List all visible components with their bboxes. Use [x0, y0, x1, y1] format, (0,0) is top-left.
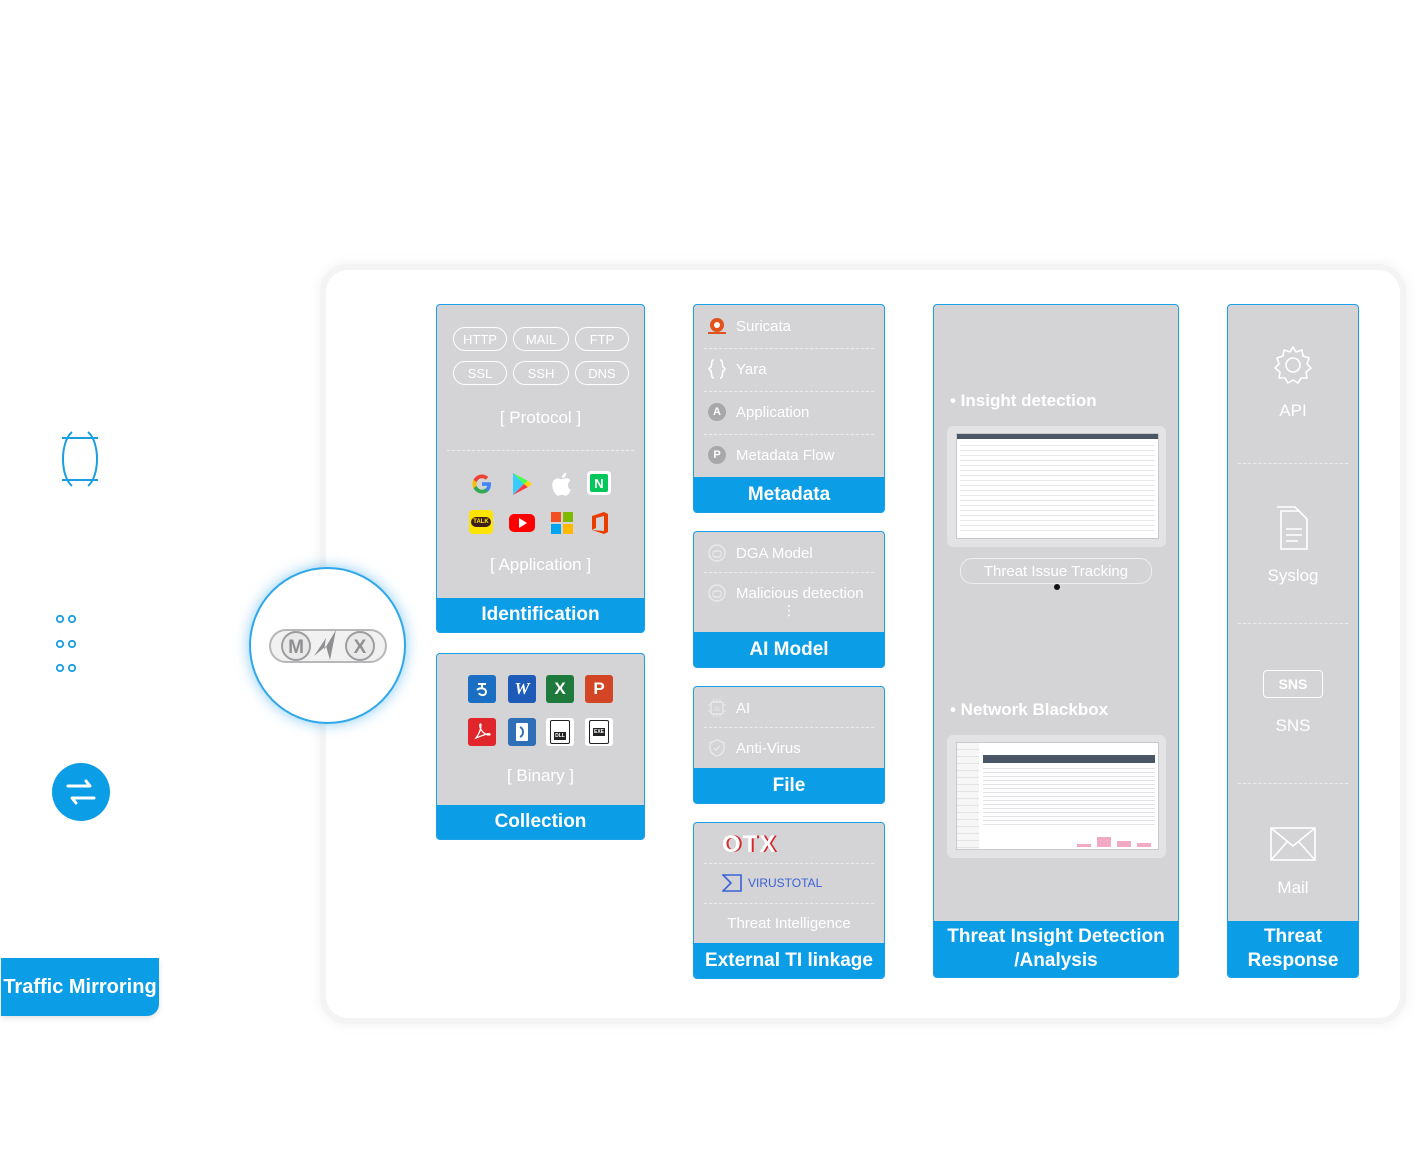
threat-response-card: API Syslog SNS SNS Mail Threat Response [1227, 304, 1359, 978]
network-blackbox-label: • Network Blackbox [950, 700, 1109, 719]
identification-title: Identification [437, 598, 644, 632]
threat-issue-tracking-tag: Threat Issue Tracking [960, 558, 1152, 584]
protocol-tag-mail: MAIL [513, 327, 569, 351]
identification-card: HTTP MAIL FTP SSL SSH DNS [ Protocol ] N… [436, 304, 645, 633]
naver-icon: N [587, 471, 611, 495]
mail-icon [1269, 826, 1317, 862]
virustotal-icon [722, 874, 742, 892]
server-nodes-icon [54, 612, 80, 676]
protocol-caption: [ Protocol ] [499, 408, 582, 427]
exe-file-icon: EXE [585, 718, 613, 746]
collection-card: W X P DLL EXE [ Binary ] Collection [436, 653, 645, 840]
threat-insight-title: Threat Insight Detection /Analysis [934, 921, 1178, 977]
insight-screenshot [947, 426, 1166, 547]
file-item-antivirus: Anti-Virus [694, 727, 884, 769]
robot-icon [706, 542, 728, 564]
metadata-item-application: A Application [694, 391, 884, 433]
sns-badge-icon: SNS [1263, 670, 1323, 698]
threat-response-title: Threat Response [1228, 921, 1358, 977]
protocol-tag-ftp: FTP [575, 327, 629, 351]
ai-ellipsis: ⋮ [782, 602, 796, 618]
syslog-label: Syslog [1267, 566, 1319, 585]
sync-arrows-icon [52, 763, 110, 821]
collection-title: Collection [437, 805, 644, 839]
sns-label: SNS [1275, 716, 1311, 735]
powerpoint-icon: P [585, 675, 613, 703]
shield-icon [706, 737, 728, 759]
binary-caption: [ Binary ] [506, 766, 575, 785]
mnx-logo: M X [249, 567, 406, 724]
traffic-mirroring-button[interactable]: Traffic Mirroring [1, 958, 159, 1016]
threat-intelligence-caption: Threat Intelligence [727, 915, 851, 932]
file-title: File [694, 768, 884, 803]
yara-icon [706, 358, 728, 380]
apple-icon [549, 471, 575, 497]
metadata-item-suricata: Suricata [694, 305, 884, 347]
metadata-title: Metadata [694, 477, 884, 512]
file-card: AI AI Anti-Virus File [693, 686, 885, 804]
metadata-item-yara: Yara [694, 348, 884, 390]
google-icon [469, 471, 495, 497]
svg-text:M: M [288, 637, 304, 658]
tracking-dot [1054, 584, 1060, 590]
ai-chip-icon: AI [706, 697, 728, 719]
protocol-tag-http: HTTP [453, 327, 507, 351]
mnx-logo-icon: M X [268, 628, 387, 663]
word-icon: W [508, 675, 536, 703]
ai-model-title: AI Model [694, 632, 884, 667]
mail-label: Mail [1277, 878, 1309, 897]
google-play-icon [509, 471, 535, 497]
file-item-ai: AI AI [694, 687, 884, 729]
insight-detection-label: • Insight detection [950, 391, 1097, 410]
microsoft-icon [549, 510, 575, 536]
protocol-tag-ssh: SSH [513, 361, 569, 385]
dll-file-icon: DLL [546, 718, 574, 746]
robot-icon [706, 582, 728, 604]
protocol-tag-dns: DNS [575, 361, 629, 385]
document-icon [1273, 505, 1313, 551]
gear-icon [1273, 345, 1313, 385]
application-a-icon: A [708, 403, 726, 421]
cloud-network-icon [56, 428, 104, 490]
svg-text:AI: AI [714, 707, 720, 713]
metadata-item-flow: P Metadata Flow [694, 434, 884, 476]
external-ti-card: OTX VIRUSTOTAL Threat Intelligence Exter… [693, 822, 885, 979]
otx-logo: OTX [722, 831, 778, 858]
doc-file-icon [508, 718, 536, 746]
ai-model-card: DGA Model Malicious detection ⋮ AI Model [693, 531, 885, 668]
api-label: API [1279, 401, 1307, 420]
protocol-tag-ssl: SSL [453, 361, 507, 385]
blackbox-screenshot [947, 735, 1166, 858]
svg-text:X: X [353, 637, 366, 658]
metadata-flow-p-icon: P [708, 446, 726, 464]
excel-icon: X [546, 675, 574, 703]
office-icon [587, 510, 613, 536]
threat-insight-card: • Insight detection Threat Issue Trackin… [933, 304, 1179, 978]
application-caption: [ Application ] [489, 555, 592, 574]
hwp-icon [468, 675, 496, 703]
ai-item-malicious: Malicious detection [694, 572, 884, 614]
external-ti-title: External TI linkage [694, 943, 884, 978]
virustotal-logo: VIRUSTOTAL [722, 871, 822, 895]
ai-item-dga: DGA Model [694, 532, 884, 574]
suricata-icon [706, 315, 728, 337]
pdf-icon [468, 718, 496, 746]
youtube-icon [509, 510, 535, 536]
kakaotalk-icon: TALK [469, 510, 493, 534]
metadata-card: Suricata Yara A Application P Metadata F… [693, 304, 885, 513]
